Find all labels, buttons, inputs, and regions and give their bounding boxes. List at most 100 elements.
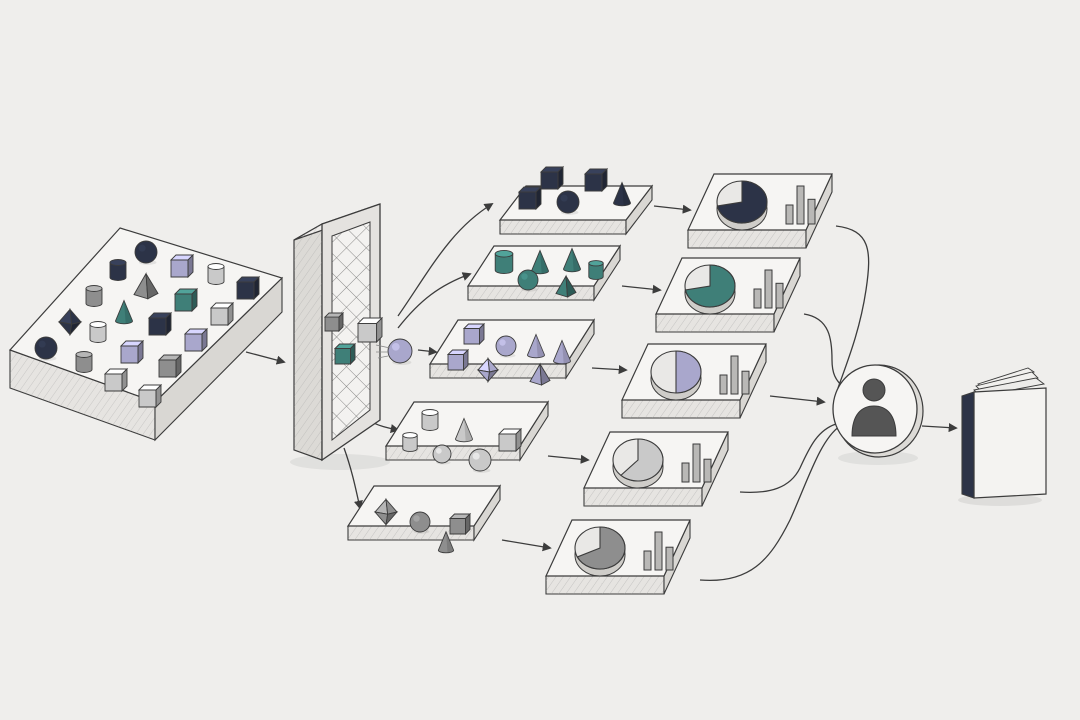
arrow-group-1-to-summary — [653, 204, 692, 214]
group-tray-gray — [346, 484, 502, 554]
cone-body — [437, 530, 455, 554]
cone-shape — [455, 417, 473, 443]
cylinder-shape — [494, 249, 514, 274]
cone-shade — [446, 531, 454, 553]
cube-shape — [169, 253, 195, 279]
summary-bar — [807, 198, 816, 225]
cube-side — [338, 311, 344, 333]
sphere-shape — [387, 338, 413, 366]
cone-shape — [553, 339, 571, 365]
pie-slice — [716, 180, 768, 224]
cube-side — [515, 427, 522, 453]
book-icon — [958, 367, 1047, 506]
summary-bar — [719, 374, 728, 395]
sphere-body — [409, 511, 431, 533]
cube-side — [463, 348, 469, 372]
cone-shape — [527, 333, 545, 359]
cylinder-top — [402, 432, 418, 439]
sphere-body — [517, 269, 539, 291]
oct-face-4 — [385, 511, 399, 527]
slab-front-hatch — [500, 220, 626, 234]
pyramid-face-right — [565, 275, 577, 298]
cube-shape — [448, 512, 472, 536]
cylinder-top — [494, 249, 514, 258]
frame-left-hatch — [294, 224, 322, 460]
cube-shape — [446, 348, 470, 372]
sphere-shape — [556, 190, 580, 215]
cube-shape — [183, 327, 209, 353]
cube-shape — [517, 185, 543, 211]
cylinder-body — [207, 266, 225, 285]
cube-shape — [235, 275, 261, 301]
connector-summary-5 — [699, 425, 841, 582]
cylinder-top — [109, 259, 127, 266]
summary-card-light-gray — [583, 431, 729, 507]
pyramid-shape — [133, 272, 159, 300]
cube-side — [137, 339, 144, 365]
cube-side — [253, 275, 260, 301]
cylinder-shape — [109, 259, 127, 281]
aggregator-medallion — [832, 364, 924, 465]
pie-slice — [620, 438, 664, 482]
cube-front — [447, 354, 464, 371]
cylinder-shape — [421, 409, 439, 431]
cube-front — [236, 281, 255, 300]
arrow-group-3-to-summary — [591, 365, 628, 375]
cylinder-body — [85, 288, 103, 307]
cone-shape — [613, 181, 631, 207]
person-icon — [851, 378, 897, 437]
cylinder-shape — [75, 351, 93, 373]
sphere-highlight — [138, 244, 146, 252]
cube-front — [184, 333, 203, 352]
tray-front-hatch — [10, 350, 155, 440]
slab-front-hatch — [656, 314, 774, 332]
sphere-shape — [432, 444, 452, 465]
cube-shape — [539, 165, 565, 191]
summary-chart-icon — [612, 438, 712, 489]
pyramid-shape — [529, 362, 551, 386]
sphere-shape — [495, 335, 517, 358]
cylinder-top — [207, 263, 225, 270]
sphere-body — [468, 448, 492, 472]
summary-card-teal — [655, 257, 801, 333]
slab-front-hatch — [622, 400, 740, 418]
cube-front — [584, 173, 603, 192]
cylinder-top — [588, 260, 604, 267]
summary-chart-icon — [574, 526, 674, 577]
cube-front — [170, 259, 189, 278]
cube-front — [449, 518, 466, 535]
cube-side — [557, 165, 564, 191]
summary-bar — [753, 288, 762, 309]
cube-side — [191, 287, 198, 313]
sphere-body — [387, 338, 413, 364]
cube-side — [227, 301, 234, 327]
connector-summary-4 — [739, 423, 837, 494]
cone-shape — [437, 530, 455, 554]
pyramid-face-right — [539, 363, 551, 386]
cone-body — [527, 333, 545, 359]
sphere-highlight — [560, 194, 568, 202]
sphere-highlight — [435, 447, 442, 454]
sphere-body — [34, 336, 58, 360]
cone-body — [455, 417, 473, 443]
cube-shape — [103, 367, 129, 393]
sphere-body — [134, 240, 158, 264]
cube-side — [535, 185, 542, 211]
cube-front — [174, 293, 193, 312]
sphere-highlight — [521, 273, 528, 280]
cube-side — [201, 327, 208, 353]
cube-side — [175, 353, 182, 379]
sphere-highlight — [499, 339, 506, 346]
sphere-shape — [34, 336, 58, 361]
cone-body — [563, 247, 581, 273]
summary-chart-icon — [650, 350, 750, 401]
summary-bar — [703, 458, 712, 483]
cube-side — [165, 311, 172, 337]
cube-side — [350, 342, 356, 366]
sphere-highlight — [391, 342, 400, 351]
sieve-mesh — [332, 222, 370, 440]
cylinder-body — [109, 262, 127, 281]
cube-shape — [209, 301, 235, 327]
cone-shade — [124, 300, 133, 324]
